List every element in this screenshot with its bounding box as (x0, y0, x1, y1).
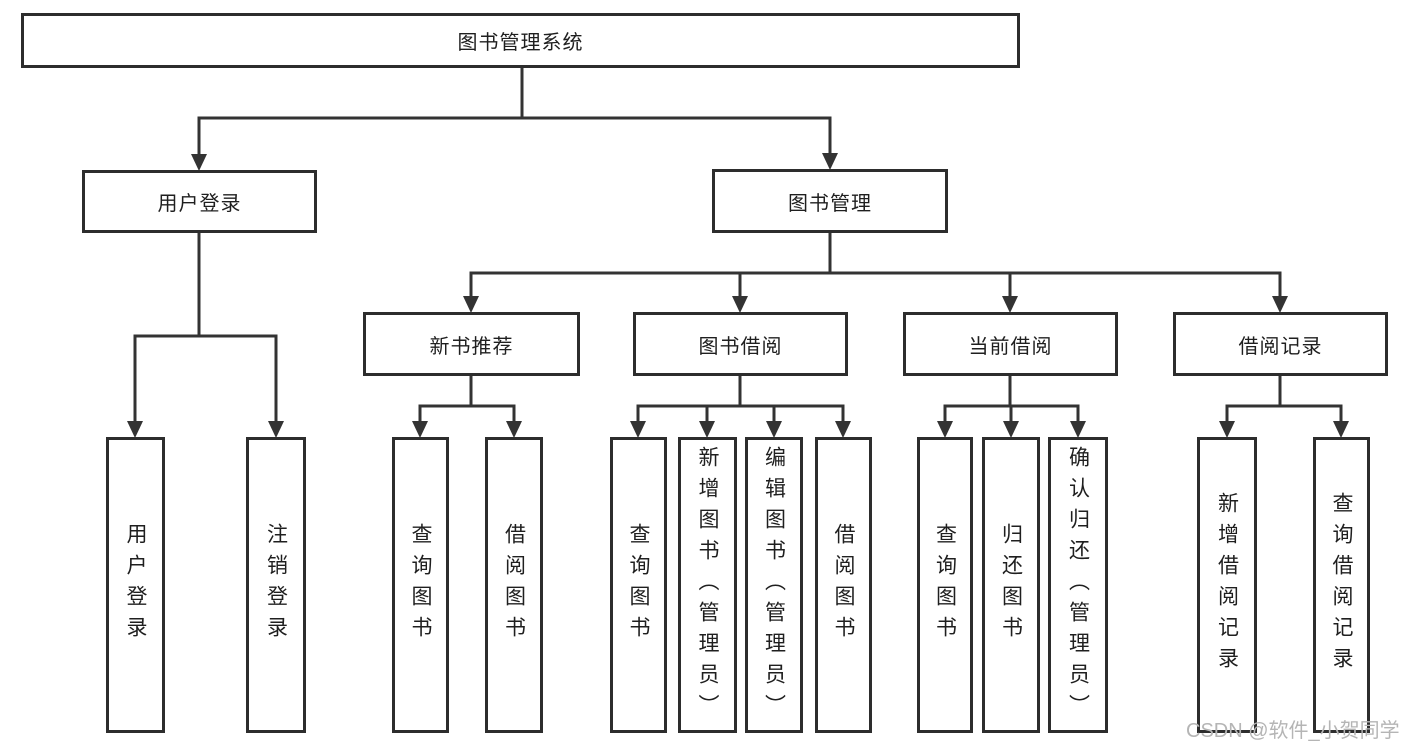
watermark: CSDN @软件_小贺同学 (1186, 720, 1400, 742)
leaf-add-borrow-record: 新增借阅记录 (1197, 437, 1257, 733)
leaf-query-books-borrow: 查询图书 (610, 437, 667, 733)
node-label: 图书管理系统 (457, 32, 584, 54)
leaf-label: 注销登录 (264, 523, 288, 647)
leaf-label: 查询借阅记录 (1330, 492, 1353, 678)
node-new-book-recommendation: 新书推荐 (363, 312, 580, 376)
leaf-query-books-recommend: 查询图书 (392, 437, 449, 733)
leaf-return-books: 归还图书 (982, 437, 1040, 733)
leaf-label: 查询图书 (933, 523, 957, 647)
leaf-label: 归还图书 (999, 523, 1023, 647)
leaf-add-books-admin: 新增图书（管理员） (678, 437, 737, 733)
node-label: 当前借阅 (968, 335, 1053, 358)
leaf-label: 借阅图书 (832, 523, 855, 647)
leaf-label: 用户登录 (124, 523, 147, 647)
leaf-label: 借阅图书 (502, 523, 526, 647)
leaf-label: 确认归还（管理员） (1066, 445, 1090, 725)
leaf-label: 查询图书 (627, 523, 650, 647)
leaf-query-books-current: 查询图书 (917, 437, 973, 733)
leaf-query-borrow-record: 查询借阅记录 (1313, 437, 1370, 733)
leaf-confirm-return-admin: 确认归还（管理员） (1048, 437, 1108, 733)
leaf-label: 编辑图书（管理员） (762, 445, 786, 725)
node-current-borrowing: 当前借阅 (903, 312, 1118, 376)
node-book-borrowing: 图书借阅 (633, 312, 848, 376)
node-book-management: 图书管理 (712, 169, 948, 233)
leaf-borrow-books-recommend: 借阅图书 (485, 437, 543, 733)
node-library-management-system: 图书管理系统 (21, 13, 1020, 68)
node-label: 新书推荐 (429, 335, 514, 358)
leaf-label: 新增图书（管理员） (696, 445, 719, 725)
leaf-label: 查询图书 (409, 523, 432, 647)
node-label: 用户登录 (157, 193, 242, 215)
node-label: 图书借阅 (698, 335, 783, 358)
leaf-user-login: 用户登录 (106, 437, 165, 733)
node-label: 借阅记录 (1238, 335, 1323, 358)
leaf-edit-books-admin: 编辑图书（管理员） (745, 437, 803, 733)
leaf-logout: 注销登录 (246, 437, 306, 733)
leaf-borrow-books: 借阅图书 (815, 437, 872, 733)
node-label: 图书管理 (788, 192, 872, 215)
leaf-label: 新增借阅记录 (1215, 492, 1239, 678)
node-user-login: 用户登录 (82, 170, 317, 233)
node-borrowing-records: 借阅记录 (1173, 312, 1388, 376)
